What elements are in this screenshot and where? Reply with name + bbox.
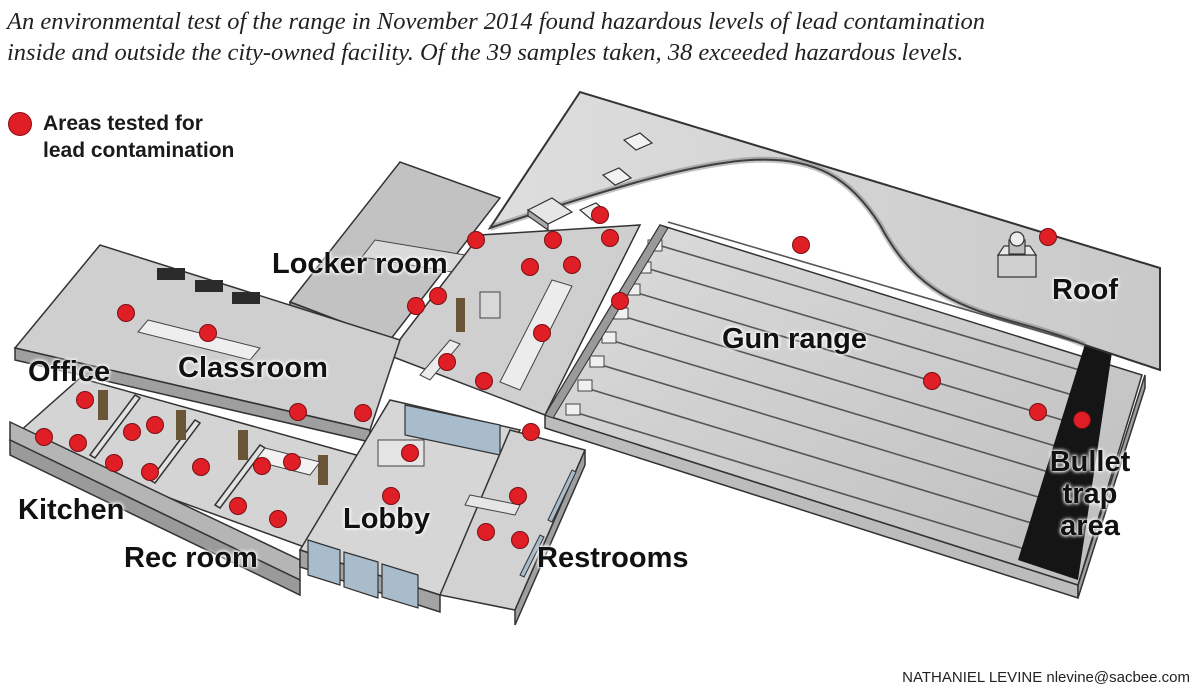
sample-dot <box>269 510 287 528</box>
sample-dot <box>544 231 562 249</box>
sample-dot <box>509 487 527 505</box>
sample-dot <box>229 497 247 515</box>
sample-dot <box>611 292 629 310</box>
sample-dot <box>35 428 53 446</box>
sample-dot <box>407 297 425 315</box>
sample-dot <box>354 404 372 422</box>
intro-line-1: An environmental test of the range in No… <box>7 8 986 35</box>
sample-dot <box>522 423 540 441</box>
sample-dot <box>283 453 301 471</box>
sample-dot <box>475 372 493 390</box>
sample-dot <box>533 324 551 342</box>
room-label-restrooms: Restrooms <box>537 542 689 574</box>
room-label-kitchen: Kitchen <box>18 494 125 526</box>
sample-dot <box>477 523 495 541</box>
sample-dot <box>141 463 159 481</box>
room-label-locker-room: Locker room <box>272 248 448 280</box>
room-label-bullet-trap: Bullet trap area <box>1038 446 1142 542</box>
sample-dot <box>511 531 529 549</box>
sample-dot <box>105 454 123 472</box>
sample-dot <box>253 457 271 475</box>
sample-dot <box>1039 228 1057 246</box>
sample-dot <box>289 403 307 421</box>
sample-dot <box>591 206 609 224</box>
sample-dot <box>1073 411 1091 429</box>
lobby-structure <box>298 399 587 626</box>
room-label-lobby: Lobby <box>343 503 430 535</box>
sample-dot <box>69 434 87 452</box>
room-label-office: Office <box>28 356 111 388</box>
sample-dot <box>563 256 581 274</box>
room-label-roof: Roof <box>1052 274 1119 306</box>
sample-dots <box>35 206 1091 549</box>
legend-line-2: lead contamination <box>43 139 235 162</box>
sample-dot <box>521 258 539 276</box>
sample-dot <box>199 324 217 342</box>
legend-dot-icon <box>8 112 32 136</box>
intro-line-2: inside and outside the city-owned facili… <box>7 39 964 66</box>
sample-dot <box>401 444 419 462</box>
sample-dot <box>792 236 810 254</box>
sample-dot <box>923 372 941 390</box>
intro-text: An environmental test of the range in No… <box>7 6 1187 68</box>
legend-line-1: Areas tested for <box>43 112 203 135</box>
bullet-trap-line-1: Bullet <box>1049 446 1131 478</box>
bullet-trap-line-3: area <box>1060 510 1120 542</box>
room-label-classroom: Classroom <box>178 352 328 384</box>
sample-dot <box>382 487 400 505</box>
sample-dot <box>146 416 164 434</box>
sample-dot <box>192 458 210 476</box>
credit-line: NATHANIEL LEVINE nlevine@sacbee.com <box>902 669 1190 686</box>
sample-dot <box>117 304 135 322</box>
sample-dot <box>123 423 141 441</box>
sample-dot <box>429 287 447 305</box>
gun-range-building <box>487 90 1161 600</box>
sample-dot <box>1029 403 1047 421</box>
bullet-trap-line-2: trap <box>1062 478 1118 510</box>
sample-dot <box>467 231 485 249</box>
sample-dot <box>438 353 456 371</box>
sample-dot <box>601 229 619 247</box>
room-label-rec-room: Rec room <box>124 542 258 574</box>
sample-dot <box>76 391 94 409</box>
room-label-gun-range: Gun range <box>722 323 868 355</box>
